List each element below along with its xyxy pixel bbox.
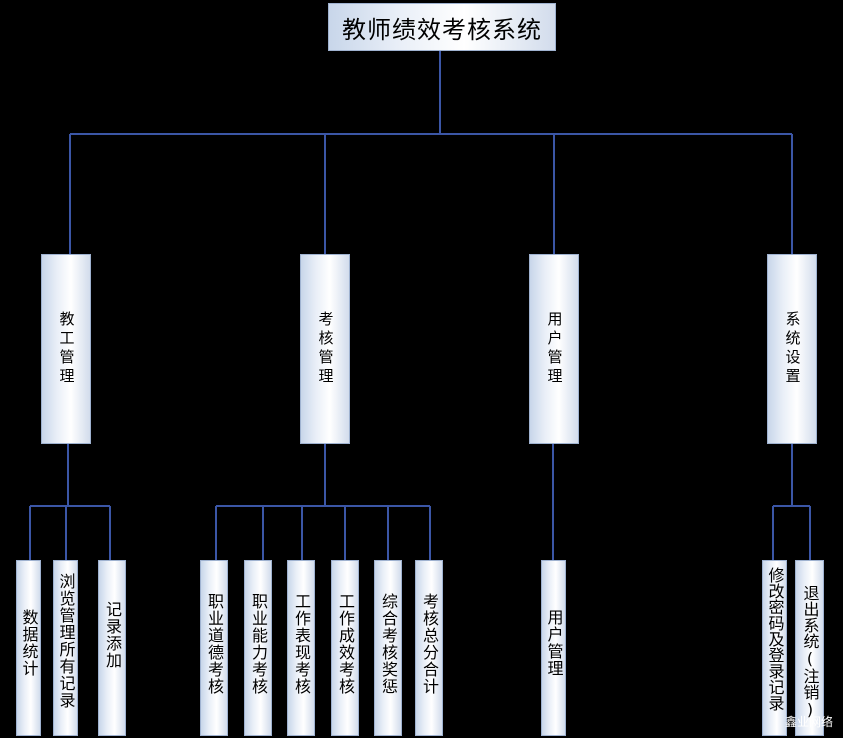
- leaf-data-statistics: 数据统计: [16, 560, 41, 736]
- leaf-label: 工作成效考核: [336, 593, 355, 695]
- module-system-settings: 系统设置: [767, 254, 817, 444]
- leaf-label: 记录添加: [103, 601, 122, 669]
- leaf-reward-penalty: 综合考核奖惩: [374, 560, 402, 736]
- leaf-label: 用户管理: [544, 609, 564, 677]
- leaf-ethics-assessment: 职业道德考核: [200, 560, 228, 736]
- leaf-label: 综合考核奖惩: [379, 593, 398, 695]
- module-label: 考核管理: [316, 311, 335, 387]
- module-label: 教工管理: [57, 311, 76, 387]
- leaf-label: 退出系统(注销): [800, 585, 820, 719]
- leaf-logout: 退出系统(注销): [795, 560, 824, 736]
- leaf-label: 修改密码及登录记录: [765, 567, 785, 711]
- leaf-results-assessment: 工作成效考核: [331, 560, 359, 736]
- leaf-label: 职业能力考核: [249, 593, 268, 695]
- module-assessment-management: 考核管理: [300, 254, 350, 444]
- module-label: 系统设置: [783, 311, 802, 387]
- leaf-user-management: 用户管理: [541, 560, 566, 736]
- leaf-label: 工作表现考核: [292, 593, 311, 695]
- module-label: 用户管理: [545, 311, 564, 387]
- module-user-management: 用户管理: [529, 254, 579, 444]
- leaf-ability-assessment: 职业能力考核: [244, 560, 272, 736]
- leaf-add-record: 记录添加: [98, 560, 126, 736]
- leaf-browse-records: 浏览管理所有记录: [53, 560, 78, 736]
- leaf-total-score: 考核总分合计: [415, 560, 443, 736]
- leaf-label: 数据统计: [19, 609, 39, 677]
- leaf-label: 职业道德考核: [205, 593, 224, 695]
- watermark-text: 鑫业网络: [784, 715, 833, 729]
- leaf-performance-assessment: 工作表现考核: [287, 560, 315, 736]
- leaf-label: 浏览管理所有记录: [56, 573, 76, 709]
- root-title: 教师绩效考核系统: [342, 15, 542, 44]
- leaf-change-password: 修改密码及登录记录: [762, 560, 787, 736]
- root-node: 教师绩效考核系统: [328, 3, 556, 51]
- module-teacher-management: 教工管理: [41, 254, 91, 444]
- leaf-label: 考核总分合计: [420, 593, 439, 695]
